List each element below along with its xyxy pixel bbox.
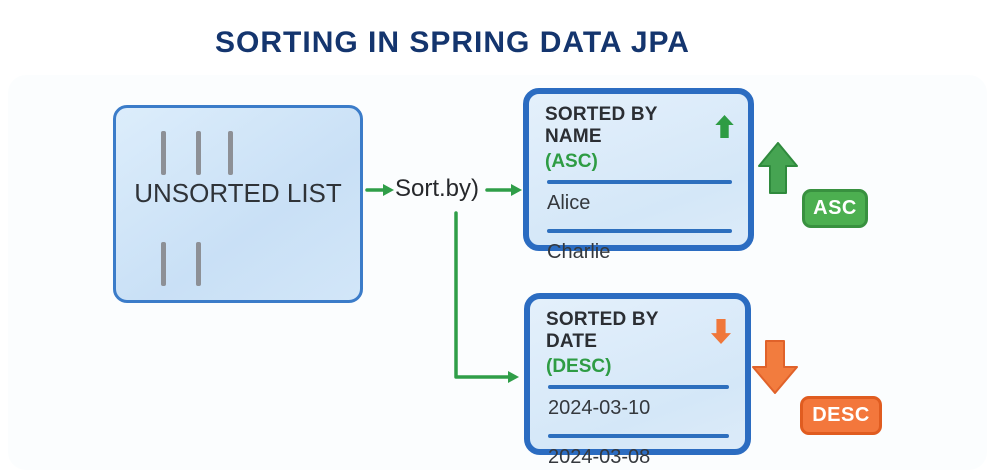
unsorted-list-box: UNSORTED LIST [113, 105, 363, 303]
unsorted-list-label: UNSORTED LIST [134, 178, 342, 208]
sorted-by-name-header: SORTED BY NAME [545, 104, 658, 147]
sorted-by-date-header: SORTED BY DATE [546, 309, 659, 352]
list-item: 2024-03-10 [548, 397, 651, 419]
sorted-by-name-card: SORTED BY NAME (ASC) Alice Charlie [523, 88, 754, 263]
list-item-tick [161, 131, 166, 175]
asc-order-label: (ASC) [545, 151, 598, 172]
sort-by-method-label: Sort.by) [395, 175, 480, 202]
list-item-tick [228, 131, 233, 175]
divider [548, 385, 729, 389]
descending-arrow-icon [711, 318, 731, 344]
sorted-by-date-card: SORTED BY DATE (DESC) 2024-03-10 2024-03… [524, 293, 751, 468]
list-item-tick [196, 131, 201, 175]
ascending-arrow-icon [715, 114, 734, 138]
divider [548, 434, 729, 438]
desc-badge: DESC [800, 396, 882, 435]
divider [547, 180, 732, 184]
list-item: Charlie [547, 241, 611, 263]
list-item-tick [196, 242, 201, 286]
list-item: Alice [547, 192, 591, 214]
asc-badge: ASC [802, 189, 868, 228]
big-descending-arrow-icon [752, 340, 798, 399]
list-item: 2024-03-08 [548, 446, 651, 468]
page-title: SORTING IN SPRING DATA JPA [215, 26, 690, 59]
desc-order-label: (DESC) [546, 356, 612, 377]
big-ascending-arrow-icon [758, 142, 798, 199]
list-item-tick [161, 242, 166, 286]
divider [547, 229, 732, 233]
